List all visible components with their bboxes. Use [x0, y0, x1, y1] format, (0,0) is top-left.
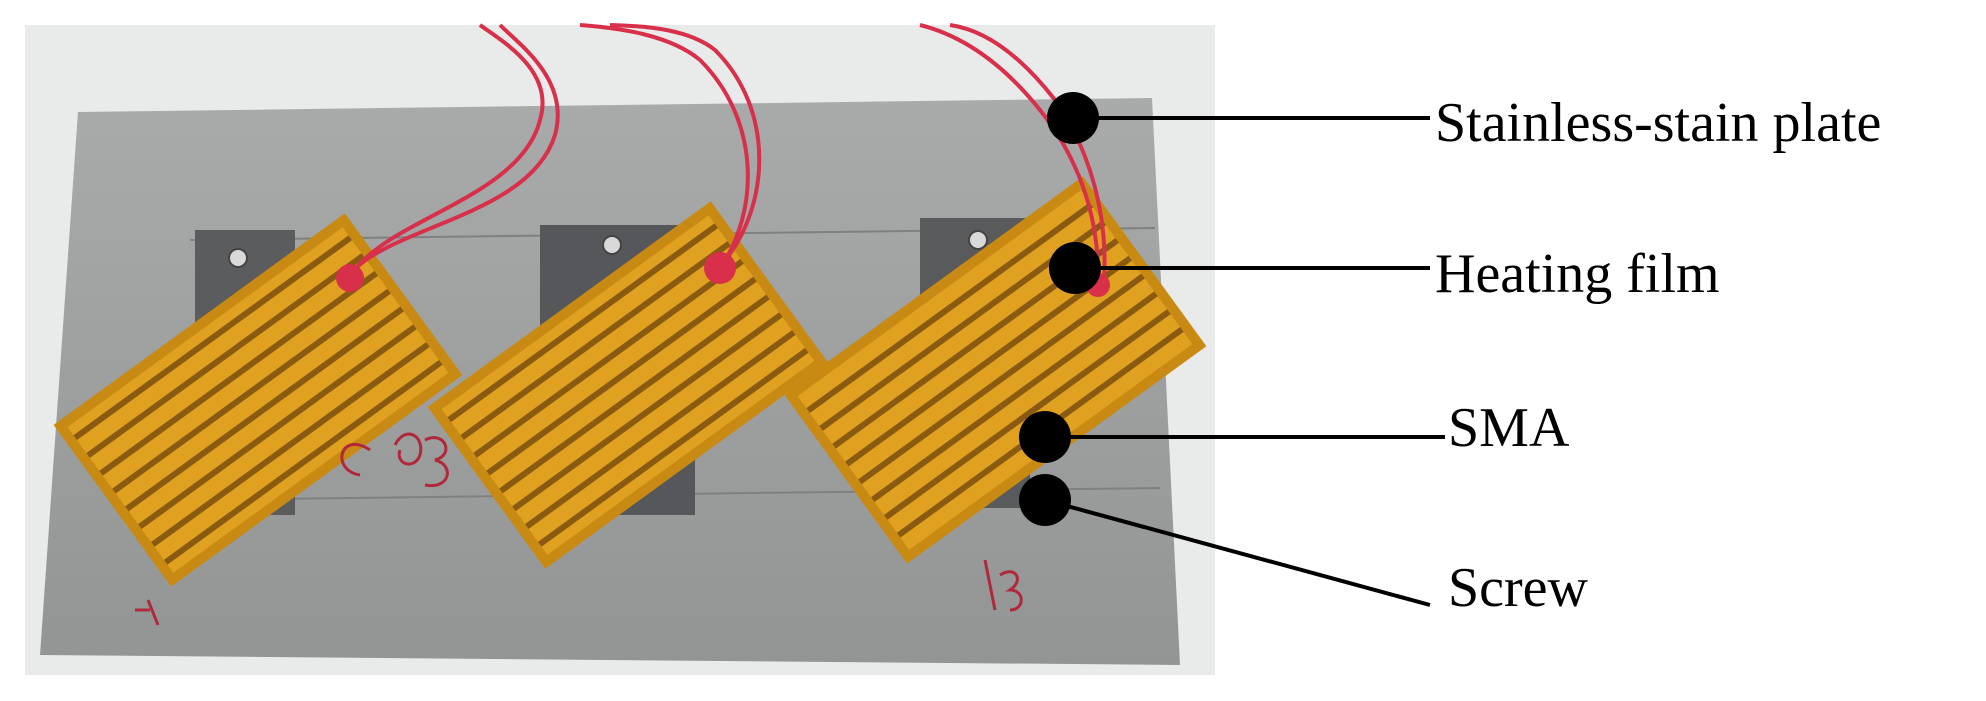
label-heating-film: Heating film	[1435, 243, 1720, 305]
label-screw: Screw	[1448, 557, 1588, 619]
screw-2a	[602, 235, 622, 255]
label-sma: SMA	[1448, 397, 1570, 459]
leader-screw	[1044, 498, 1431, 607]
handwritten-marks	[135, 432, 1023, 626]
label-stainless-plate: Stainless-stain plate	[1435, 92, 1882, 154]
heating-film-1	[53, 213, 463, 587]
wires	[348, 23, 1107, 286]
screw-3a	[968, 230, 988, 250]
screw-1a	[228, 248, 248, 268]
heating-film-2	[427, 201, 829, 569]
